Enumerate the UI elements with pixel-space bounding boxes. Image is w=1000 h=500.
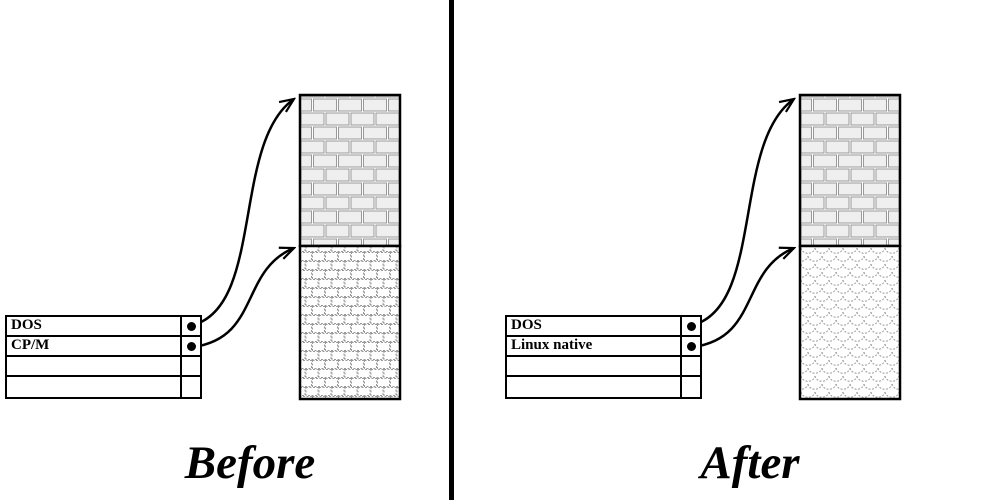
- partition-row: Linux native: [507, 337, 700, 357]
- partition-row: [507, 377, 700, 397]
- partition-name: [507, 377, 680, 397]
- arrow-cpm-to-bottom-partition: [192, 248, 294, 349]
- after-caption: After: [700, 437, 800, 489]
- pointer-dot-icon: [686, 321, 696, 331]
- pointer-cell: [680, 317, 700, 335]
- pointer-cell: [680, 357, 700, 375]
- disk-bottom-partition: [798, 244, 902, 401]
- partition-row: [7, 377, 200, 397]
- pointer-dot-icon: [186, 341, 196, 351]
- pointer-cell: [180, 337, 200, 355]
- before-caption: Before: [184, 437, 316, 489]
- disk-top-partition: [798, 93, 902, 248]
- partition-name: CP/M: [11, 337, 50, 353]
- before-disk-diagram: [192, 93, 402, 401]
- arrow-dos-to-top-partition: [192, 99, 294, 327]
- after-disk-diagram: [692, 93, 902, 401]
- partition-name: DOS: [11, 317, 42, 333]
- pointer-cell: [180, 317, 200, 335]
- partition-name: [7, 357, 180, 375]
- partition-name: [7, 377, 180, 397]
- arrow-dos-to-top-partition: [692, 99, 794, 327]
- before-panel: DOS CP/M Before: [5, 93, 402, 489]
- partition-table-after: DOS Linux native: [505, 315, 702, 399]
- partition-row: [7, 357, 200, 377]
- partition-table-before: DOS CP/M: [5, 315, 202, 399]
- pointer-dot-icon: [686, 341, 696, 351]
- after-panel: DOS Linux native After: [500, 0, 1000, 500]
- disk-bottom-partition: [298, 244, 402, 401]
- partition-name: Linux native: [511, 337, 593, 353]
- partition-name: DOS: [511, 317, 542, 333]
- partition-row: CP/M: [7, 337, 200, 357]
- pointer-cell: [680, 337, 700, 355]
- partition-row: DOS: [7, 317, 200, 337]
- partition-name: [507, 357, 680, 375]
- center-divider: [449, 0, 454, 500]
- pointer-cell: [680, 377, 700, 397]
- pointer-cell: [180, 357, 200, 375]
- pointer-cell: [180, 377, 200, 397]
- partition-row: DOS: [507, 317, 700, 337]
- pointer-dot-icon: [186, 321, 196, 331]
- partition-row: [507, 357, 700, 377]
- arrow-linux-to-bottom-partition: [692, 248, 794, 349]
- disk-top-partition: [298, 93, 402, 248]
